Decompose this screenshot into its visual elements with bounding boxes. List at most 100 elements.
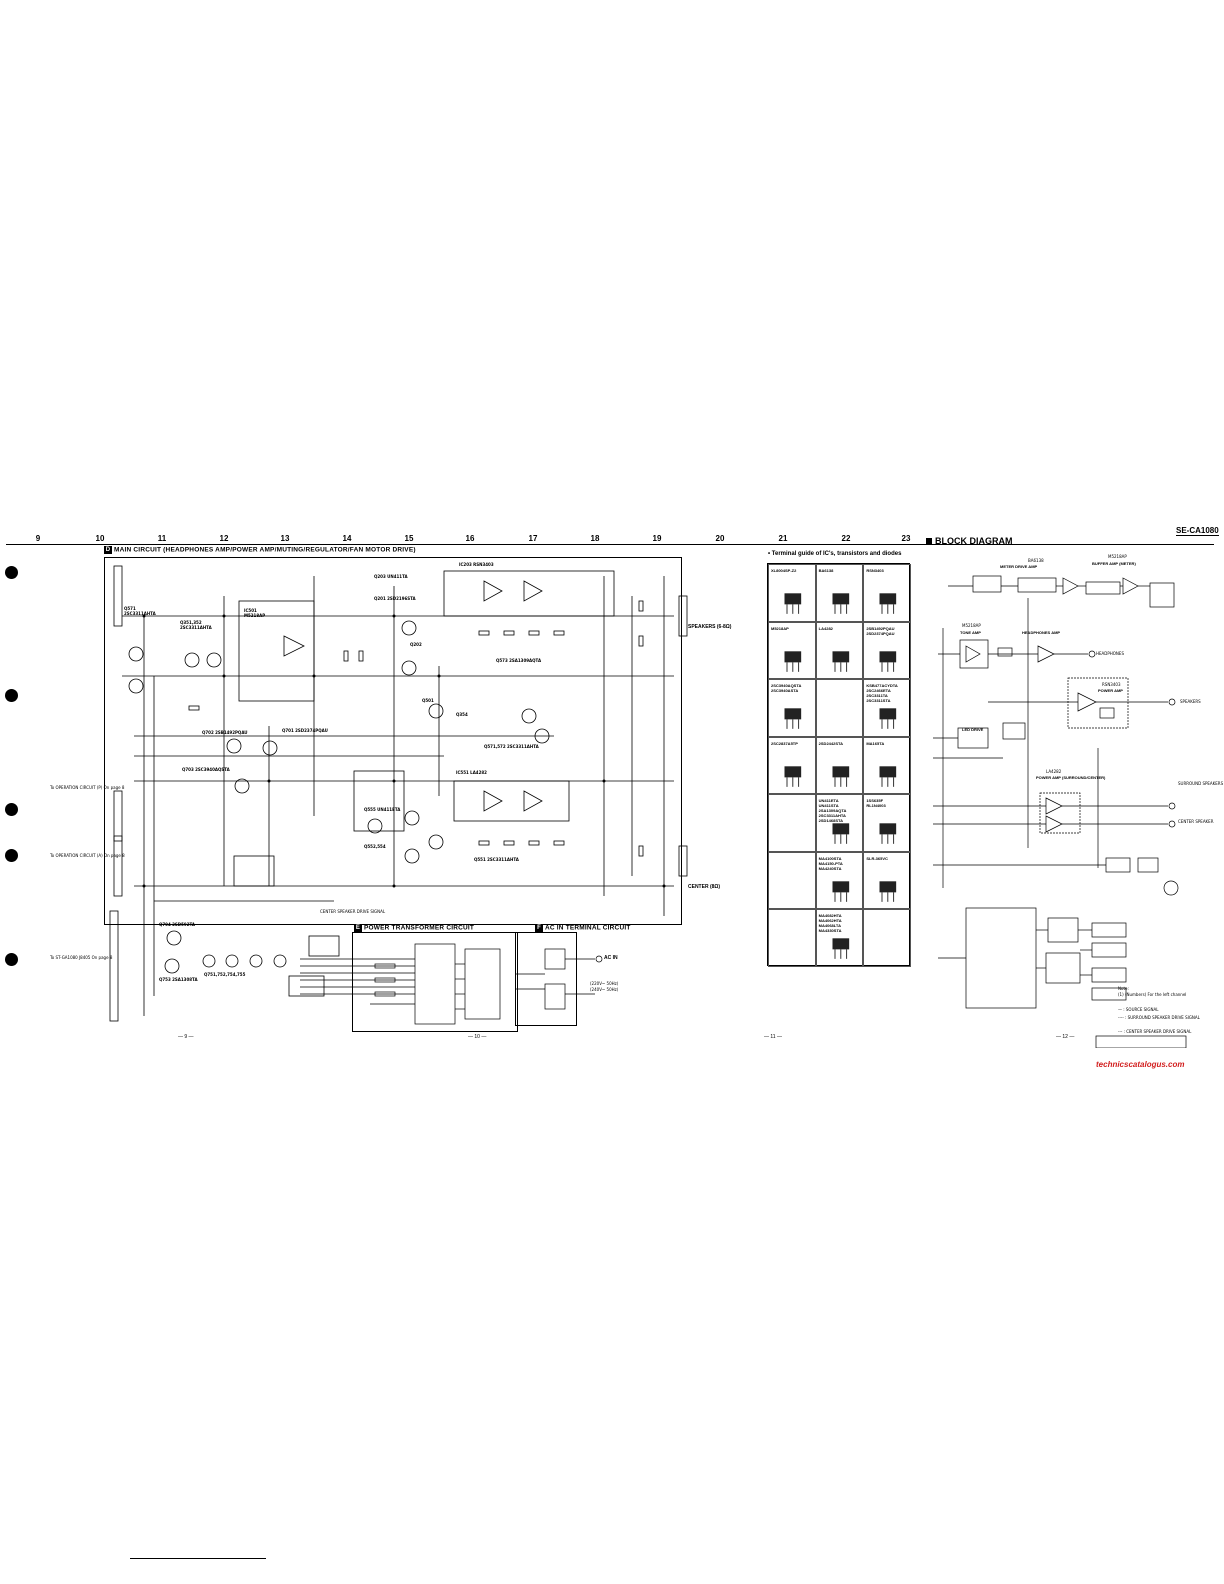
ruler-number: 22 bbox=[841, 534, 851, 543]
page-number-11: — 11 — bbox=[764, 1034, 782, 1040]
main-circuit-panel bbox=[104, 557, 682, 925]
chip-label-tone: M5218AP bbox=[962, 623, 981, 628]
ruler-number: 23 bbox=[901, 534, 911, 543]
block-note-source: — : SOURCE SIGNAL bbox=[1118, 1007, 1159, 1012]
watermark: technicscatalogus.com bbox=[1096, 1060, 1185, 1069]
terminal-guide-cell: 2SB1492PQAU 2SD2374PQAU bbox=[863, 621, 911, 680]
part-number-label: MA165TA bbox=[866, 740, 885, 746]
side-note-st-ga1080: To ST-GA1080 J8405 On page 8 bbox=[50, 955, 113, 960]
terminal-guide-cell: 2SC2837A5TP bbox=[768, 736, 816, 795]
part-number-label: 2SC3940AQSTA 2SC3940ASTA bbox=[771, 683, 802, 694]
block-diagram-title: BLOCK DIAGRAM bbox=[926, 536, 1013, 546]
block-note-center: --- : CENTER SPEAKER DRIVE SIGNAL bbox=[1118, 1029, 1192, 1034]
grid-ruler: 9 10 11 12 13 14 15 16 17 18 19 20 21 22… bbox=[0, 534, 1224, 548]
ruler-number: 11 bbox=[157, 534, 167, 543]
part-number-label: KSB477ACYDTA 2SC2466ETA 2SC3311TA 2SC331… bbox=[866, 683, 898, 704]
ruler-number: 14 bbox=[342, 534, 352, 543]
ruler-number: 9 bbox=[35, 534, 41, 543]
part-number-label: 2SB1492PQAU 2SD2374PQAU bbox=[866, 625, 895, 636]
package-outline-icon bbox=[867, 932, 909, 964]
ac-in-voltage-240: (240V~ 50Hz) bbox=[590, 987, 619, 992]
binding-hole bbox=[5, 566, 18, 579]
package-outline-icon bbox=[832, 881, 849, 902]
terminal-guide-cell: KSB477ACYDTA 2SC2466ETA 2SC3311TA 2SC331… bbox=[863, 679, 911, 737]
block-led-drive: LED DRIVE bbox=[962, 727, 984, 732]
block-power-amp: POWER AMP bbox=[1098, 688, 1123, 693]
ac-in-title-text: AC IN TERMINAL CIRCUIT bbox=[545, 924, 631, 932]
power-transformer-panel bbox=[352, 932, 518, 1032]
terminal-guide-title: • Terminal guide of IC's, transistors an… bbox=[768, 551, 902, 557]
ac-in-panel bbox=[515, 932, 577, 1026]
power-transformer-badge: E bbox=[354, 924, 362, 932]
block-note-title: Note: bbox=[1118, 986, 1129, 991]
svg-text:IC203 RSN3403: IC203 RSN3403 bbox=[459, 562, 494, 567]
package-outline-icon bbox=[879, 708, 897, 729]
block-meter-drive-amp: METER DRIVE AMP bbox=[1000, 564, 1038, 569]
package-outline-icon bbox=[820, 702, 862, 734]
package-outline-icon bbox=[832, 938, 849, 960]
svg-text:IC551 LA4282: IC551 LA4282 bbox=[456, 770, 487, 775]
terminal-guide-cell: BA6138 bbox=[815, 564, 864, 622]
ac-in-voltage-220: (220V~ 50Hz) bbox=[590, 981, 619, 986]
terminal-guide-cell: M5218AP bbox=[768, 621, 816, 680]
package-outline-icon bbox=[784, 593, 802, 614]
package-outline-icon bbox=[784, 650, 802, 672]
model-label: SE-CA1080 bbox=[1176, 526, 1219, 536]
part-number-label: 2SC2837A5TP bbox=[771, 740, 798, 746]
block-power-amp-surround: POWER AMP (SURROUND/CENTER) bbox=[1036, 775, 1106, 780]
power-transformer-title-text: POWER TRANSFORMER CIRCUIT bbox=[364, 924, 475, 932]
binding-hole bbox=[5, 953, 18, 966]
part-number-label: XL8004SP-Z2 bbox=[771, 568, 797, 573]
package-outline-icon bbox=[832, 823, 849, 845]
svg-text:Q501: Q501 bbox=[422, 698, 434, 703]
svg-text:Q704 2SD592TA: Q704 2SD592TA bbox=[159, 922, 196, 927]
part-number-label: LA4282 bbox=[818, 625, 833, 631]
package-outline-icon bbox=[879, 823, 897, 845]
output-headphones: HEADPHONES bbox=[1096, 651, 1124, 656]
package-outline-icon bbox=[784, 766, 802, 787]
terminal-guide-cell: XL8004SP-Z2 bbox=[768, 564, 816, 622]
package-outline-icon bbox=[772, 932, 814, 964]
chip-label-buffer: M5218AP bbox=[1108, 554, 1127, 559]
package-outline-icon bbox=[879, 650, 897, 672]
svg-text:Q354: Q354 bbox=[456, 712, 468, 717]
svg-text:M5218AP: M5218AP bbox=[244, 613, 265, 618]
block-note-1: (1) (Numbers) For the left channel bbox=[1118, 992, 1187, 997]
part-number-label: UN411ETA UN411STA 2SA1309AQTA 2SC3311AHT… bbox=[818, 798, 847, 824]
svg-text:Q702 2SB1492PQAU: Q702 2SB1492PQAU bbox=[202, 730, 248, 735]
terminal-guide-cell bbox=[768, 794, 816, 852]
binding-hole bbox=[5, 849, 18, 862]
ruler-number: 15 bbox=[404, 534, 414, 543]
center-drive-label: CENTER SPEAKER DRIVE SIGNAL bbox=[320, 909, 386, 914]
page-number-12: — 12 — bbox=[1056, 1034, 1075, 1040]
terminal-guide-cell: MA4100STA MA4150-PTA MA4240STA bbox=[815, 851, 864, 910]
package-outline-icon bbox=[772, 875, 814, 907]
package-outline-icon bbox=[772, 817, 814, 849]
part-number-label: MA4100STA MA4150-PTA MA4240STA bbox=[818, 855, 843, 871]
package-outline-icon bbox=[784, 708, 802, 729]
part-number-label: RSN3403 bbox=[866, 568, 884, 573]
package-outline-icon bbox=[879, 881, 897, 902]
ac-in-badge: F bbox=[535, 924, 543, 932]
svg-text:Q703 2SC3940AQSTA: Q703 2SC3940AQSTA bbox=[182, 767, 231, 772]
ruler-number: 17 bbox=[528, 534, 538, 543]
terminal-guide-cell: UN411ETA UN411STA 2SA1309AQTA 2SC3311AHT… bbox=[815, 794, 864, 852]
main-circuit-title-text: MAIN CIRCUIT (HEADPHONES AMP/POWER AMP/M… bbox=[114, 546, 416, 554]
package-outline-icon bbox=[832, 766, 849, 787]
bottom-rule bbox=[130, 1558, 266, 1559]
svg-text:Q753 2SA1308TA: Q753 2SA1308TA bbox=[159, 977, 198, 982]
chip-label-meter: BA6138 bbox=[1028, 558, 1044, 563]
binding-hole bbox=[5, 689, 18, 702]
speakers-output-label: SPEAKERS (6-8Ω) bbox=[688, 624, 732, 630]
svg-text:Q555 UN411ETA: Q555 UN411ETA bbox=[364, 807, 401, 812]
svg-text:Q552,554: Q552,554 bbox=[364, 844, 386, 849]
ruler-number: 13 bbox=[280, 534, 290, 543]
center-output-label: CENTER (8Ω) bbox=[688, 884, 721, 890]
ruler-number: 16 bbox=[465, 534, 475, 543]
svg-text:Q571,572 2SC3311AHTA: Q571,572 2SC3311AHTA bbox=[484, 744, 540, 749]
block-buffer-amp: BUFFER AMP (METER) bbox=[1092, 561, 1136, 566]
